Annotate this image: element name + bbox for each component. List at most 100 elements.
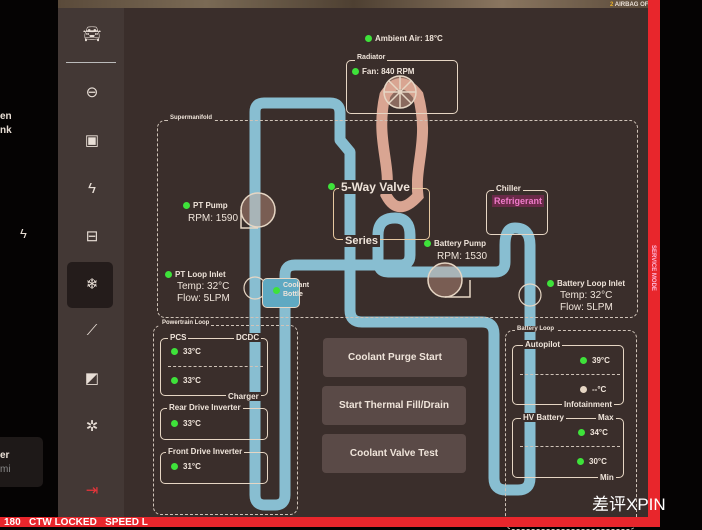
max-temp: 34°C <box>590 428 608 437</box>
bolt-icon[interactable]: ϟ <box>88 179 96 197</box>
coolant-purge-start-button[interactable]: Coolant Purge Start <box>323 338 467 377</box>
battery-icon[interactable]: ⊟ <box>85 228 99 245</box>
radiator-box <box>346 60 458 114</box>
charger-dot <box>171 377 178 384</box>
pt-pump-rpm: RPM: 1590 <box>188 213 239 224</box>
hv-battery-label: HV Battery <box>521 413 566 422</box>
min-temp: 30°C <box>589 457 607 466</box>
pcs-dot <box>171 348 178 355</box>
car-icon[interactable]: 🚘︎ <box>82 26 102 43</box>
rdi-dot <box>171 420 178 427</box>
autopilot-temp: 39°C <box>592 356 610 365</box>
left-text-1: en <box>0 111 12 122</box>
five-way-valve-label: 5-Way Valve <box>339 180 412 194</box>
bolt-icon: ϟ <box>20 226 27 241</box>
autopilot-label: Autopilot <box>523 340 563 349</box>
charger-temp: 33°C <box>183 376 201 385</box>
coolant-bottle-dot <box>273 287 280 294</box>
battery-inlet-status-dot <box>547 280 554 287</box>
left-text: en nk <box>0 110 12 138</box>
rdi-label: Rear Drive Inverter <box>167 403 243 412</box>
coolant-bottle-label: Coolant Bottle <box>283 282 310 298</box>
battery-inlet-temp: Temp: 32°C <box>560 290 613 301</box>
max-temp-dot <box>578 429 585 436</box>
chiller-label: Chiller <box>494 184 523 193</box>
watermark: 差评XPIN <box>592 495 666 514</box>
hv-battery-box <box>512 418 624 478</box>
autopilot-box <box>512 345 624 405</box>
service-mode-border <box>648 0 660 527</box>
camera-strip <box>58 0 650 8</box>
steering-wheel-icon[interactable]: ⊖ <box>85 84 99 101</box>
hv-separator <box>520 446 620 447</box>
battery-inlet-flow: Flow: 5LPM <box>560 302 613 313</box>
valve-mode: Series <box>343 235 381 247</box>
battery-pump-rpm: RPM: 1530 <box>437 251 488 262</box>
chip-icon[interactable]: ▣ <box>84 132 100 149</box>
pcs-temp: 33°C <box>183 347 201 356</box>
card-title: er <box>0 450 10 461</box>
sidebar-selected-bg <box>67 262 113 308</box>
airbag-label: AIRBAG OFF <box>614 2 653 8</box>
left-panel: en nk ϟ er mi <box>0 0 58 517</box>
radiator-label: Radiator <box>355 54 388 61</box>
rdi-temp: 33°C <box>183 419 201 428</box>
fdi-label: Front Drive Inverter <box>166 447 245 456</box>
snowflake-icon[interactable]: ❄ <box>85 276 99 293</box>
media-card[interactable]: er mi <box>0 437 43 487</box>
pt-inlet-temp: Temp: 32°C <box>177 281 230 292</box>
pt-inlet-label: PT Loop Inlet <box>175 270 226 279</box>
door-icon[interactable]: ◩ <box>84 370 100 387</box>
infotainment-dot <box>580 386 587 393</box>
valve-status-dot <box>328 183 335 190</box>
radiator-fan-icon <box>383 75 417 109</box>
fan-status-dot <box>352 68 359 75</box>
thermal-fill-drain-button[interactable]: Start Thermal Fill/Drain <box>322 386 466 425</box>
status-bar: 180 CTW LOCKED SPEED L <box>0 517 660 527</box>
airbag-status: 2 AIRBAG OFF <box>610 2 652 8</box>
powertrain-loop-region <box>153 325 298 515</box>
ambient-status-dot <box>365 35 372 42</box>
card-sub: mi <box>0 464 11 475</box>
battery-pump-label: Battery Pump <box>434 239 487 248</box>
exit-icon[interactable]: ⇥ <box>85 482 99 499</box>
fan-rpm: Fan: 840 RPM <box>362 67 415 76</box>
powertrain-loop-label: Powertrain Loop <box>160 320 212 326</box>
dcdc-label: DCDC <box>234 333 262 342</box>
supermanifold-region <box>157 120 638 318</box>
pt-pump-status-dot <box>183 202 190 209</box>
min-label: Min <box>598 473 616 482</box>
airbag-count: 2 <box>610 2 614 8</box>
ambient-air: Ambient Air: 18°C <box>375 34 443 43</box>
fdi-temp: 31°C <box>183 462 201 471</box>
coolant-bottle <box>262 278 300 308</box>
supermanifold-label: Supermanifold <box>168 115 215 121</box>
suspension-icon[interactable]: ⟋ <box>86 321 98 339</box>
battery-inlet-label: Battery Loop Inlet <box>557 279 626 288</box>
pt-inlet-status-dot <box>165 271 172 278</box>
battery-pump-icon <box>427 262 471 298</box>
infotainment-temp: --°C <box>592 385 607 394</box>
max-label: Max <box>596 413 616 422</box>
pt-inlet-flow: Flow: 5LPM <box>177 293 230 304</box>
pt-pump-icon <box>240 192 276 229</box>
battery-inlet-sensor-icon <box>518 283 542 307</box>
five-way-valve-box <box>333 188 430 240</box>
coolant-valve-test-button[interactable]: Coolant Valve Test <box>322 434 466 473</box>
left-text-2: nk <box>0 125 12 136</box>
sidebar-divider <box>66 62 116 63</box>
pcs-separator <box>168 366 263 367</box>
refrigerant-label: Refrigerant <box>492 195 545 207</box>
service-mode-label: SERVICE MODE <box>650 245 656 291</box>
pt-pump-label: PT Pump <box>193 201 228 210</box>
fdi-dot <box>171 463 178 470</box>
battery-pump-status-dot <box>424 240 431 247</box>
battery-loop-label: Battery Loop <box>515 326 557 332</box>
airbag-icon[interactable]: ✲ <box>85 418 99 435</box>
autopilot-dot <box>580 357 587 364</box>
pcs-label: PCS <box>168 333 189 342</box>
infotainment-label: Infotainment <box>562 400 614 409</box>
pcs-box <box>160 338 268 396</box>
min-temp-dot <box>577 458 584 465</box>
charger-label: Charger <box>226 392 261 401</box>
